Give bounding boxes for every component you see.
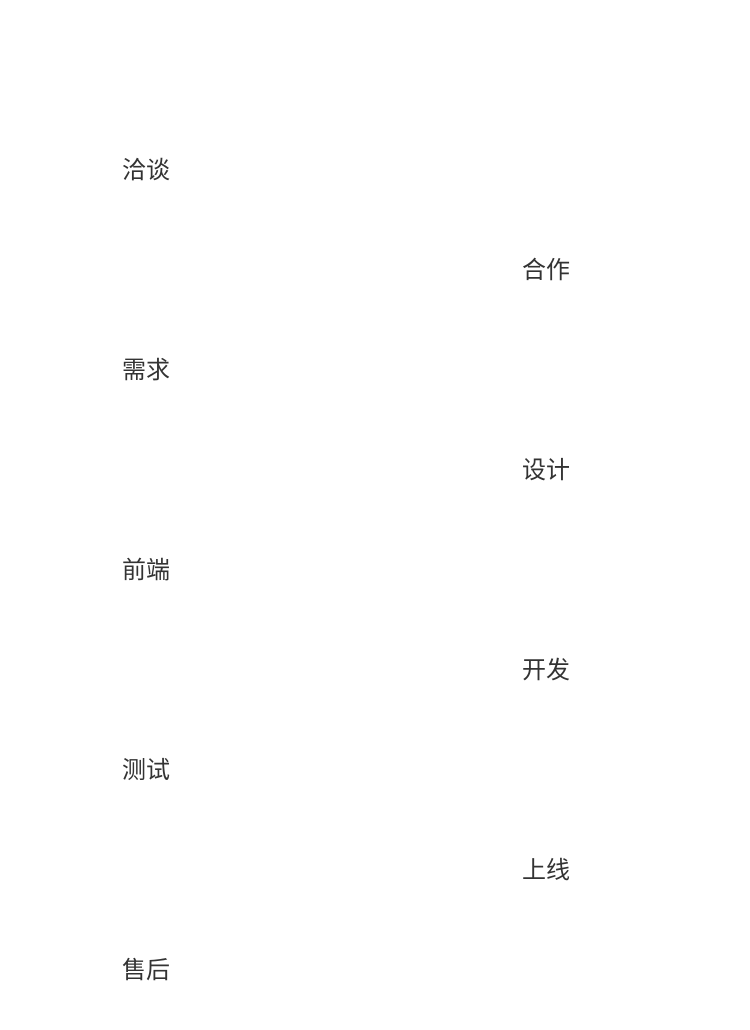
step-design: 设计 [522,456,570,484]
step-requirements: 需求 [122,356,170,384]
step-launch: 上线 [522,856,570,884]
step-testing: 测试 [122,756,170,784]
step-negotiation: 洽谈 [122,156,170,184]
step-after-sales: 售后 [122,956,170,984]
step-cooperation: 合作 [522,256,570,284]
step-development: 开发 [522,656,570,684]
step-frontend: 前端 [122,556,170,584]
